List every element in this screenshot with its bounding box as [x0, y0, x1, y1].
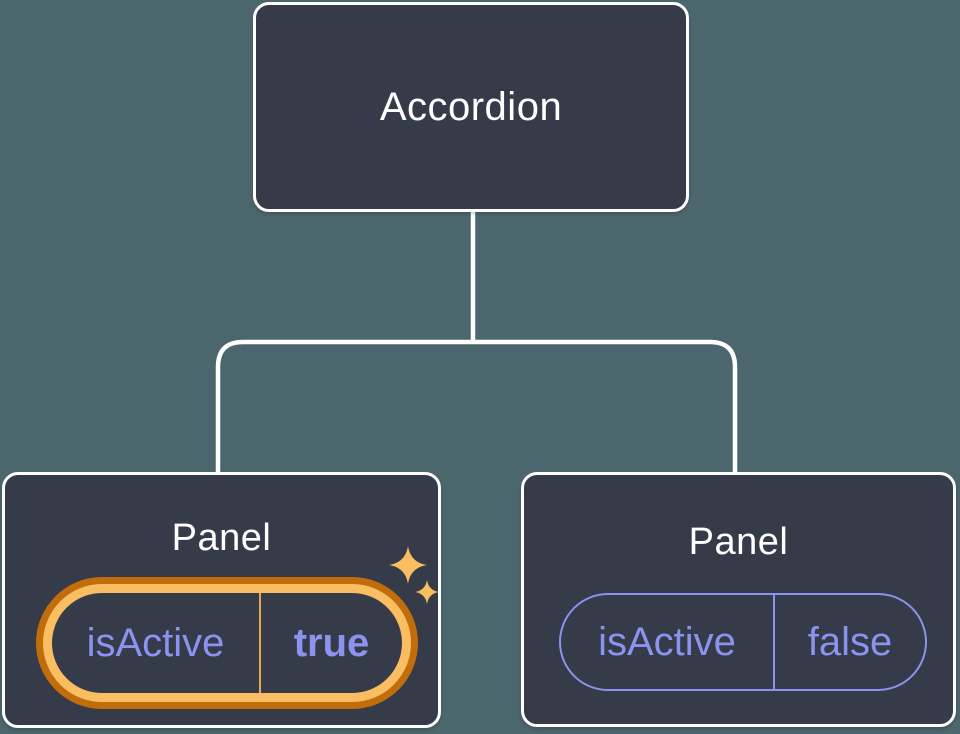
- panel-node-inactive: Panel isActive false: [521, 472, 956, 727]
- panel-label: Panel: [688, 521, 789, 563]
- state-key-label: isActive: [598, 619, 736, 664]
- state-value-label: false: [807, 619, 893, 664]
- root-component-label: Accordion: [379, 84, 563, 129]
- state-key-label: isActive: [86, 620, 225, 665]
- pill-divider: [773, 595, 775, 689]
- state-value-label: true: [293, 620, 370, 665]
- state-pill-inactive: isActive false: [559, 593, 927, 691]
- state-pill-active: isActive true: [43, 584, 411, 702]
- root-component-node: Accordion: [253, 2, 689, 212]
- panel-node-active: Panel isActive true: [2, 472, 441, 728]
- pill-divider: [259, 593, 261, 693]
- panel-label: Panel: [171, 517, 272, 559]
- sparkles-icon: [389, 546, 439, 604]
